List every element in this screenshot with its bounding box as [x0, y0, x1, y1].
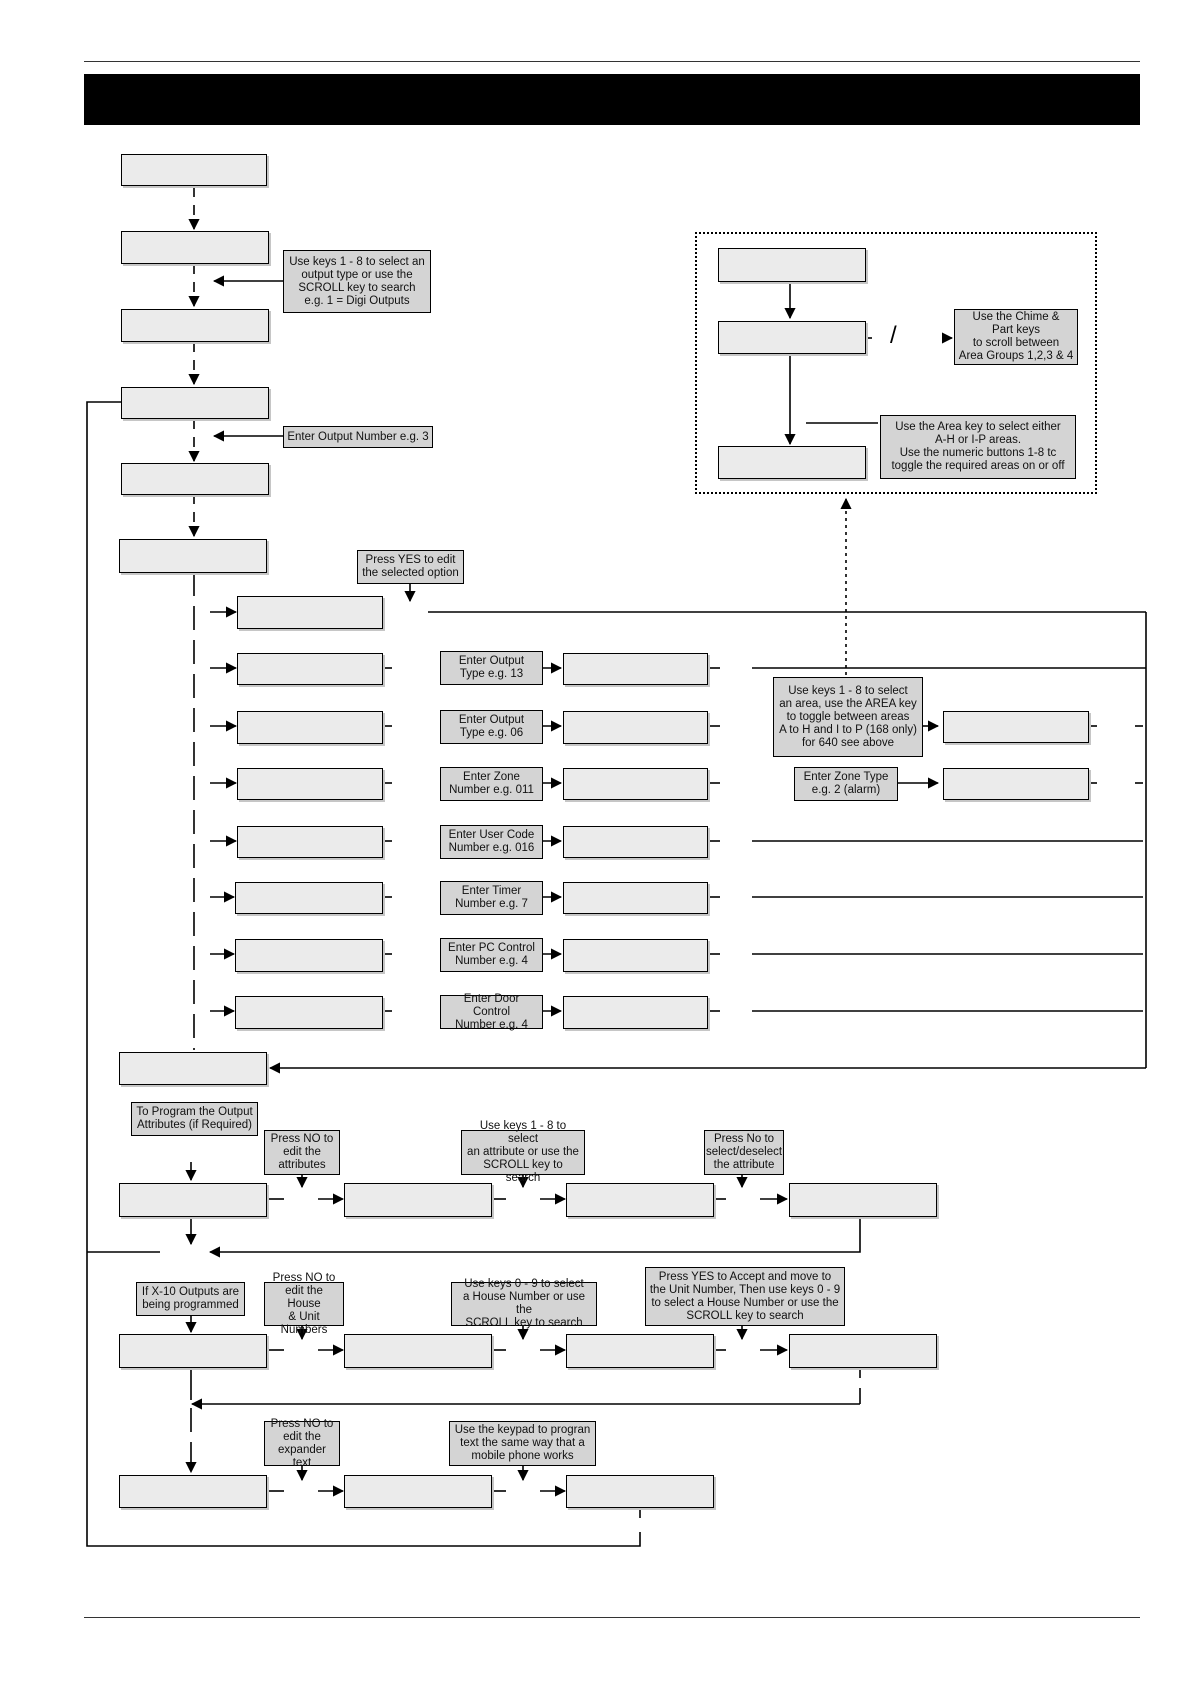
note-enter-zone-type: Enter Zone Type e.g. 2 (alarm)	[794, 767, 898, 801]
note-area-key: Use the Area key to select either A-H or…	[880, 415, 1076, 479]
result-box-4	[563, 826, 708, 858]
area-result-box	[943, 711, 1089, 743]
menu-box-4	[121, 387, 269, 419]
zone-type-result-box	[943, 768, 1089, 800]
slash-separator: /	[890, 322, 897, 349]
note-select-attribute: Use keys 1 - 8 to select an attribute or…	[461, 1120, 585, 1184]
bottom-rule	[84, 1617, 1140, 1618]
option-box-5	[237, 826, 383, 858]
note-enter-door-control: Enter Door Control Number e.g. 4	[440, 993, 543, 1031]
header-banner	[84, 74, 1140, 125]
note-house-number: Use keys 0 - 9 to select a House Number …	[451, 1278, 597, 1329]
option-box-4	[237, 768, 383, 800]
attr-box-1	[119, 1183, 267, 1217]
expander-box-3	[566, 1475, 714, 1508]
option-box-3	[237, 711, 383, 744]
x10-box-4	[789, 1334, 937, 1368]
area-frame-box-1	[718, 248, 866, 282]
area-frame-box-2	[718, 321, 866, 354]
x10-box-1	[119, 1334, 267, 1368]
option-box-1	[237, 596, 383, 629]
note-press-yes-edit: Press YES to edit the selected option	[357, 550, 464, 584]
note-keypad-text: Use the keypad to progran text the same …	[449, 1421, 596, 1466]
x10-box-3	[566, 1334, 714, 1368]
result-box-2	[563, 711, 708, 744]
note-program-attributes: To Program the Output Attributes (if Req…	[131, 1102, 258, 1136]
note-press-no-select: Press No to select/deselect the attribut…	[704, 1130, 784, 1175]
result-box-6	[563, 939, 708, 972]
note-chime-part: Use the Chime & Part keys to scroll betw…	[954, 309, 1078, 365]
result-box-5	[563, 882, 708, 914]
top-rule	[84, 61, 1140, 62]
attr-box-4	[789, 1183, 937, 1217]
attr-box-3	[566, 1183, 714, 1217]
note-enter-user-code: Enter User Code Number e.g. 016	[440, 825, 543, 859]
x10-box-2	[344, 1334, 492, 1368]
note-x10-outputs: If X-10 Outputs are being programmed	[136, 1282, 245, 1316]
option-box-2	[237, 653, 383, 685]
note-press-yes-accept: Press YES to Accept and move to the Unit…	[645, 1267, 845, 1326]
note-enter-output-type-13: Enter Output Type e.g. 13	[440, 651, 543, 685]
option-box-6	[235, 882, 383, 914]
note-select-area: Use keys 1 - 8 to select an area, use th…	[773, 677, 923, 757]
note-enter-timer: Enter Timer Number e.g. 7	[440, 881, 543, 915]
menu-box-3	[121, 309, 269, 342]
note-press-no-attributes: Press NO to edit the attributes	[264, 1130, 340, 1175]
note-enter-zone-number: Enter Zone Number e.g. 011	[440, 767, 543, 801]
note-press-no-house: Press NO to edit the House & Unit Number…	[264, 1272, 344, 1336]
expander-box-1	[119, 1475, 267, 1508]
note-enter-pc-control: Enter PC Control Number e.g. 4	[440, 938, 543, 972]
note-enter-output-type-06: Enter Output Type e.g. 06	[440, 710, 543, 744]
menu-box-1	[121, 154, 267, 186]
result-box-7	[563, 996, 708, 1029]
note-enter-output-number: Enter Output Number e.g. 3	[283, 426, 433, 448]
result-box-1	[563, 653, 708, 685]
option-box-8	[235, 996, 383, 1029]
attr-box-2	[344, 1183, 492, 1217]
menu-box-6	[119, 539, 267, 573]
note-press-no-expander: Press NO to edit the expander text	[264, 1418, 340, 1469]
area-selection-frame	[695, 232, 1097, 494]
menu-box-5	[121, 463, 269, 495]
note-select-output-type: Use keys 1 - 8 to select an output type …	[283, 250, 431, 313]
area-frame-box-3	[718, 446, 866, 479]
menu-box-2	[121, 231, 269, 264]
result-box-3	[563, 768, 708, 800]
option-box-7	[235, 939, 383, 972]
merge-box	[119, 1052, 267, 1085]
expander-box-2	[344, 1475, 492, 1508]
